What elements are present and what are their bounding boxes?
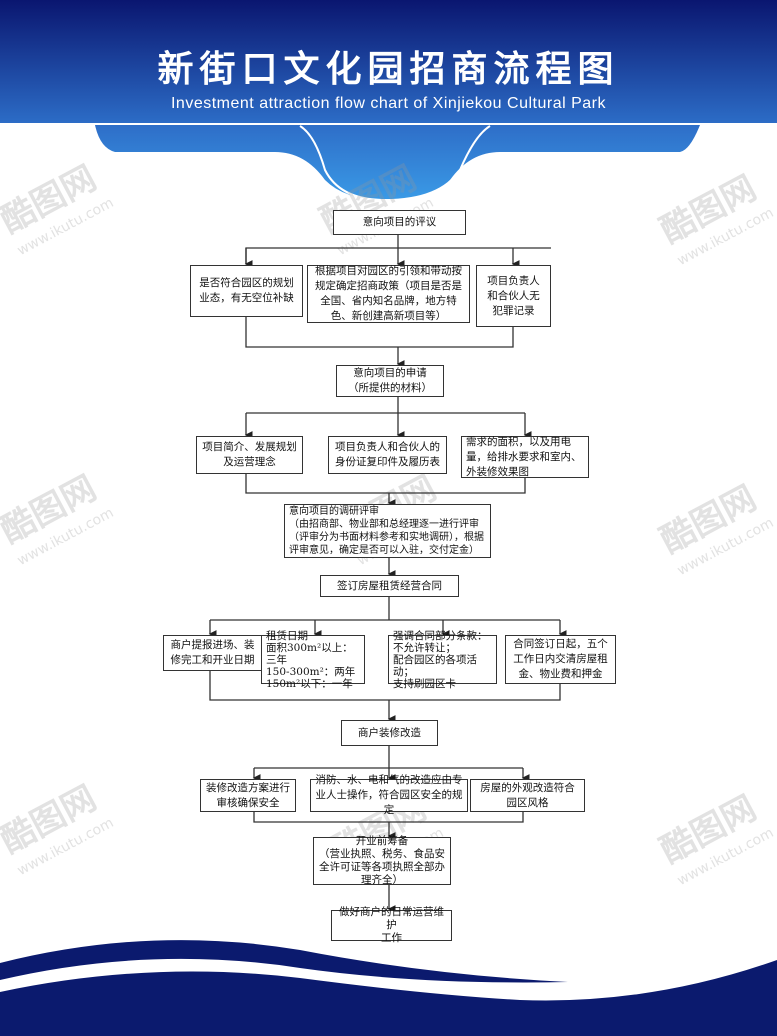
step-renovation-plan-review: 装修改造方案进行审核确保安全 [200,779,296,812]
step-payment: 合同签订日起，五个工作日内交清房屋租金、物业费和押金 [505,635,616,684]
step-id-documents: 项目负责人和合伙人的 身份证复印件及履历表 [328,436,447,474]
step-opening-prep: 开业前筹备 （营业执照、税务、食品安全许可证等各项执照全部办理齐全） [313,835,451,886]
step-exterior-style: 房屋的外观改造符合 园区风格 [470,779,585,812]
step-project-intro: 项目简介、发展规划 及运营理念 [196,436,303,474]
step-survey-review: 意向项目的调研评审 （由招商部、物业部和总经理逐一进行评审（评审分为书面材料参考… [284,504,491,558]
step-planning-check: 是否符合园区的规划业态，有无空位补缺 [190,265,303,317]
step-contract-terms: 强调合同部分条款： 不允许转让； 配合园区的各项活动； 支持刷园区卡 [388,630,497,690]
header-banner [0,0,777,201]
step-application: 意向项目的申请 （所提供的材料） [336,365,444,397]
footer-wave [0,940,777,1036]
step-area-requirements: 需求的面积，以及用电量，给排水要求和室内、外装修效果图 [461,436,589,478]
step-report-dates: 商户提报进场、装修完工和开业日期 [163,635,262,671]
step-policy: 根据项目对园区的引领和带动按规定确定招商政策（项目是否是全国、省内知名品牌，地方… [307,265,470,323]
step-safety-professionals: 消防、水、电和气的改造应由专业人士操作，符合园区安全的规定 [310,774,468,816]
page-title: 新街口文化园招商流程图 [157,49,620,90]
step-lease-term: 租赁日期 面积300m²以上：三年 150-300m²：两年 150m²以下：一… [261,630,365,690]
page-subtitle: Investment attraction flow chart of Xinj… [170,95,606,112]
step-renovation: 商户装修改造 [341,720,438,746]
step-sign-contract: 签订房屋租赁经营合同 [320,575,459,597]
step-intent-review: 意向项目的评议 [333,210,466,235]
step-no-criminal-record: 项目负责人 和合伙人无 犯罪记录 [476,265,551,327]
step-daily-maintenance: 做好商户的日常运营维护 工作 [331,906,452,944]
